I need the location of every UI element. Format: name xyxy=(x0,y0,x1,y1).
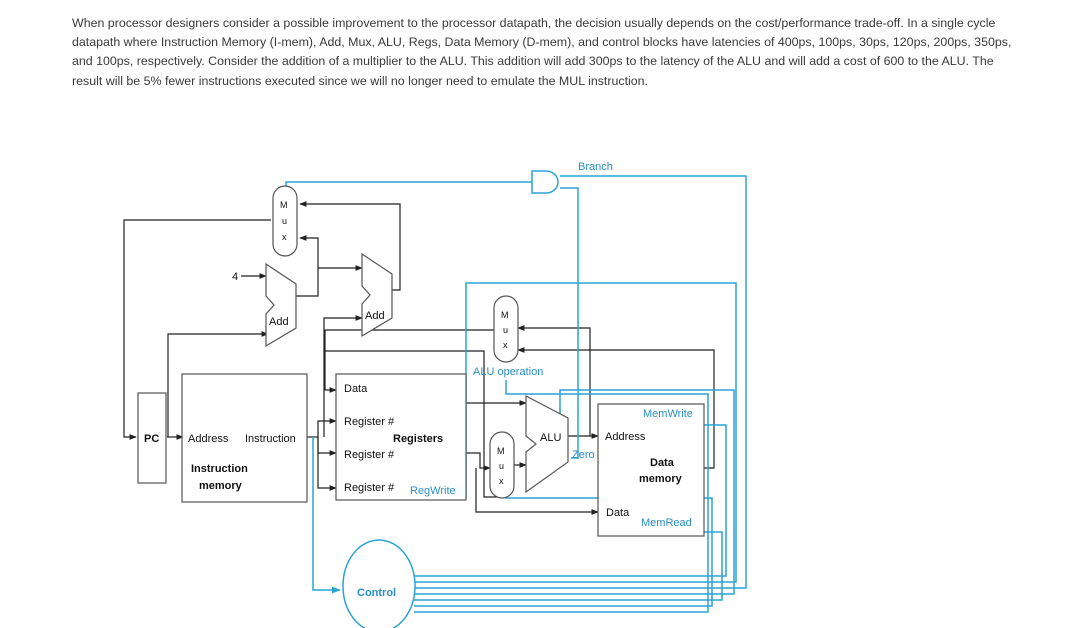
alu-source-mux: M u x xyxy=(489,431,515,499)
mux2-letter-x: x xyxy=(503,340,508,350)
control-unit: Control xyxy=(342,539,416,628)
branch-label: Branch xyxy=(578,161,613,173)
imem-instruction-label: Instruction xyxy=(245,433,296,445)
branch-adder-label: Add xyxy=(365,310,385,322)
regwrite-label: RegWrite xyxy=(410,485,456,497)
mux2-letter-u: u xyxy=(503,325,508,335)
register-file: Data Register # Registers Register # Reg… xyxy=(335,373,467,501)
control-label: Control xyxy=(357,587,396,599)
data-wires xyxy=(123,201,715,515)
branch-and-gate xyxy=(531,170,559,194)
question-paragraph: When processor designers consider a poss… xyxy=(72,16,1012,88)
reg-register1-label: Register # xyxy=(344,416,395,428)
question-text: When processor designers consider a poss… xyxy=(72,14,1012,91)
registers-title: Registers xyxy=(393,433,443,445)
mux1-letter-x: x xyxy=(282,232,287,242)
mux3-letter-u: u xyxy=(499,461,504,471)
mux1-letter-u: u xyxy=(282,216,287,226)
reg-data-label: Data xyxy=(344,383,368,395)
alu-operation-label: ALU operation xyxy=(473,366,543,378)
memwrite-label: MemWrite xyxy=(643,408,693,420)
writeback-mux: M u x xyxy=(493,295,519,363)
reg-register3-label: Register # xyxy=(344,482,395,494)
dmem-title-line2: memory xyxy=(639,473,683,485)
imem-title-line1: Instruction xyxy=(191,463,248,475)
alu: ALU Zero xyxy=(525,395,595,494)
mux2-letter-m: M xyxy=(501,310,509,320)
mux1-letter-m: M xyxy=(280,200,288,210)
alu-label: ALU xyxy=(540,432,561,444)
mux3-letter-m: M xyxy=(497,446,505,456)
zero-label: Zero xyxy=(572,449,595,461)
imem-title-line2: memory xyxy=(199,480,243,492)
dmem-address-label: Address xyxy=(605,431,646,443)
pc-select-mux: M u x xyxy=(272,185,298,257)
data-memory: MemWrite Address Data memory Data MemRea… xyxy=(597,403,705,537)
pc-label: PC xyxy=(144,433,159,445)
branch-adder: Add xyxy=(361,252,393,338)
mux3-letter-x: x xyxy=(499,476,504,486)
reg-register2-label: Register # xyxy=(344,449,395,461)
pc-adder: Add xyxy=(265,262,297,348)
dmem-title-line1: Data xyxy=(650,457,675,469)
pc-register: PC xyxy=(137,392,167,484)
constant-four: 4 xyxy=(232,271,238,283)
dmem-data-label: Data xyxy=(606,507,630,519)
pc-adder-label: Add xyxy=(269,316,289,328)
memread-label: MemRead xyxy=(641,517,692,529)
imem-address-label: Address xyxy=(188,433,229,445)
instruction-memory: Address Instruction Instruction memory xyxy=(181,373,308,503)
